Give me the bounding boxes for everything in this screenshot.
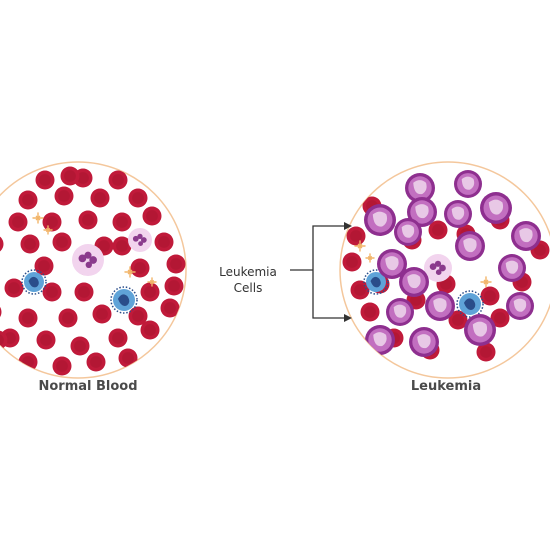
red-blood-cell-icon [42,282,62,302]
red-blood-cell-icon [476,342,496,362]
red-blood-cell-icon [18,190,38,210]
red-blood-cell-icon [70,336,90,356]
red-blood-cell-icon [140,282,160,302]
platelet-icon [124,266,136,278]
white-blood-cell-icon [72,244,104,276]
leukemia-panel [339,161,550,379]
red-blood-cell-icon [112,236,132,256]
leukemia-cell-icon [464,314,496,346]
red-blood-cell-icon [128,306,148,326]
lymphocyte-icon [21,269,47,295]
leukemia-cell-icon [506,292,534,320]
red-blood-cell-icon [42,212,62,232]
arrow-icon [290,222,352,322]
red-blood-cell-icon [90,188,110,208]
leukemia-cell-icon [409,327,439,357]
red-blood-cell-icon [166,254,186,274]
red-blood-cell-icon [164,276,184,296]
red-blood-cell-icon [35,170,55,190]
leukemia-cells-callout: Leukemia Cells [219,222,352,322]
platelet-icon [365,253,375,263]
leukemia-cell-icon [425,291,455,321]
red-blood-cell-icon [108,328,128,348]
red-blood-cell-icon [160,298,180,318]
red-blood-cell-icon [118,348,138,368]
red-blood-cell-icon [130,258,150,278]
leukemia-cell-icon [498,254,526,282]
red-blood-cell-icon [342,252,362,272]
red-blood-cell-icon [52,356,72,376]
leukemia-cell-icon [377,249,407,279]
red-blood-cell-icon [36,330,56,350]
normal-blood-panel [0,161,187,379]
lymphocyte-icon [363,269,389,295]
callout-label-line1: Leukemia [219,265,277,279]
red-blood-cell-icon [86,352,106,372]
red-blood-cell-icon [0,330,8,350]
red-blood-cell-icon [8,212,28,232]
red-blood-cell-icon [480,286,500,306]
white-blood-cell-icon [424,254,452,282]
lymphocyte-icon [110,286,138,314]
white-blood-cell-icon [128,228,152,252]
normal-blood-caption: Normal Blood [38,379,137,394]
leukemia-cell-icon [365,325,395,355]
leukemia-cell-icon [511,221,541,251]
platelet-icon [354,240,366,252]
red-blood-cell-icon [20,234,40,254]
leukemia-cell-icon [364,204,396,236]
red-blood-cell-icon [52,232,72,252]
red-blood-cell-icon [346,226,366,246]
leukemia-cell-icon [454,170,482,198]
leukemia-cell-icon [386,298,414,326]
red-blood-cell-icon [78,210,98,230]
leukemia-caption: Leukemia [411,379,481,394]
lymphocyte-icon [456,290,484,318]
red-blood-cell-icon [428,220,448,240]
platelet-icon [147,277,157,287]
red-blood-cell-icon [140,320,160,340]
red-blood-cell-icon [4,278,24,298]
leukemia-cell-icon [405,173,435,203]
normal-blood-cells [0,162,186,376]
red-blood-cell-icon [108,170,128,190]
red-blood-cell-icon [142,206,162,226]
red-blood-cell-icon [18,308,38,328]
red-blood-cell-icon [154,232,174,252]
red-blood-cell-icon [112,212,132,232]
red-blood-cell-icon [490,308,510,328]
callout-label-line2: Cells [234,281,263,295]
red-blood-cell-icon [0,162,20,178]
platelet-icon [480,276,492,288]
red-blood-cell-icon [74,282,94,302]
leukemia-cell-icon [455,231,485,261]
red-blood-cell-icon [360,302,380,322]
red-blood-cell-icon [60,166,80,186]
red-blood-cell-icon [92,304,112,324]
leukemia-cell-icon [444,200,472,228]
red-blood-cell-icon [58,308,78,328]
platelet-icon [32,212,44,224]
leukemia-cell-icon [407,197,437,227]
red-blood-cell-icon [128,188,148,208]
leukemia-blood-cells [342,170,550,362]
leukemia-cell-icon [399,267,429,297]
red-blood-cell-icon [34,256,54,276]
red-blood-cell-icon [54,186,74,206]
platelet-icon [43,225,53,235]
leukemia-cell-icon [480,192,512,224]
leukemia-cell-icon [394,218,422,246]
